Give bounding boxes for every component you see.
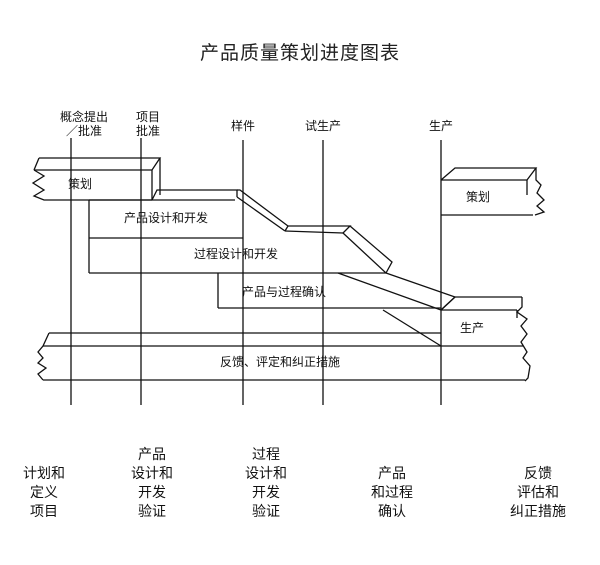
phase-plan-define: 计划和 定义 项目 xyxy=(12,465,76,522)
bar-production: 生产 xyxy=(382,296,531,382)
phase-line: 纠正措施 xyxy=(510,504,566,520)
phase-line: 计划和 xyxy=(23,466,65,482)
bar-process-design: 过程设计和开发 xyxy=(88,225,393,274)
phase-line: 反馈 xyxy=(524,466,552,482)
milestone-project-line2: 批准 xyxy=(136,123,160,138)
milestone-prototype: 样件 xyxy=(231,118,255,133)
bar-process-design-label: 过程设计和开发 xyxy=(194,246,278,261)
page-title: 产品质量策划进度图表 xyxy=(199,42,400,64)
bar-validation-label: 产品与过程确认 xyxy=(242,284,326,299)
milestone-lines xyxy=(70,138,442,405)
phase-line: 项目 xyxy=(30,504,58,520)
phase-line: 设计和 xyxy=(131,466,173,482)
phase-line: 定义 xyxy=(30,485,58,501)
bar-planning-left: 策划 xyxy=(31,157,243,239)
phase-line: 开发 xyxy=(252,485,280,501)
phase-line: 开发 xyxy=(138,485,166,501)
bar-feedback-label: 反馈、评定和纠正措施 xyxy=(220,354,340,369)
bar-product-design-label: 产品设计和开发 xyxy=(124,210,208,225)
milestone-concept-line2: ／批准 xyxy=(66,123,102,138)
phase-process-design: 过程 设计和 开发 验证 xyxy=(234,446,298,522)
milestone-concept-line1: 概念提出 xyxy=(60,109,108,124)
phase-line: 设计和 xyxy=(245,466,287,482)
phase-line: 确认 xyxy=(378,504,406,520)
phase-feedback: 反馈 评估和 纠正措施 xyxy=(498,465,578,522)
phase-line: 和过程 xyxy=(371,485,413,501)
milestone-pilot: 试生产 xyxy=(305,118,341,133)
bar-product-design: 产品设计和开发 xyxy=(89,189,352,234)
phase-line: 过程 xyxy=(252,447,280,463)
bar-validation: 产品与过程确认 xyxy=(217,272,457,311)
bar-feedback: 反馈、评定和纠正措施 xyxy=(36,332,525,381)
milestone-labels: 概念提出 ／批准 项目 批准 样件 试生产 生产 xyxy=(60,109,453,138)
phase-line: 评估和 xyxy=(517,485,559,501)
bar-planning-right: 策划 xyxy=(440,167,546,216)
bar-planning-right-label: 策划 xyxy=(466,190,490,204)
bar-planning-left-label: 策划 xyxy=(68,177,92,191)
phase-line: 产品 xyxy=(138,447,166,463)
bar-production-label: 生产 xyxy=(460,321,484,335)
milestone-launch: 生产 xyxy=(429,119,453,133)
phase-product-design: 产品 设计和 开发 验证 xyxy=(120,446,184,522)
phase-line: 产品 xyxy=(378,466,406,482)
phase-line: 验证 xyxy=(138,504,166,520)
phase-line: 验证 xyxy=(252,504,280,520)
milestone-project-line1: 项目 xyxy=(136,110,160,124)
phase-validation: 产品 和过程 确认 xyxy=(357,465,427,522)
